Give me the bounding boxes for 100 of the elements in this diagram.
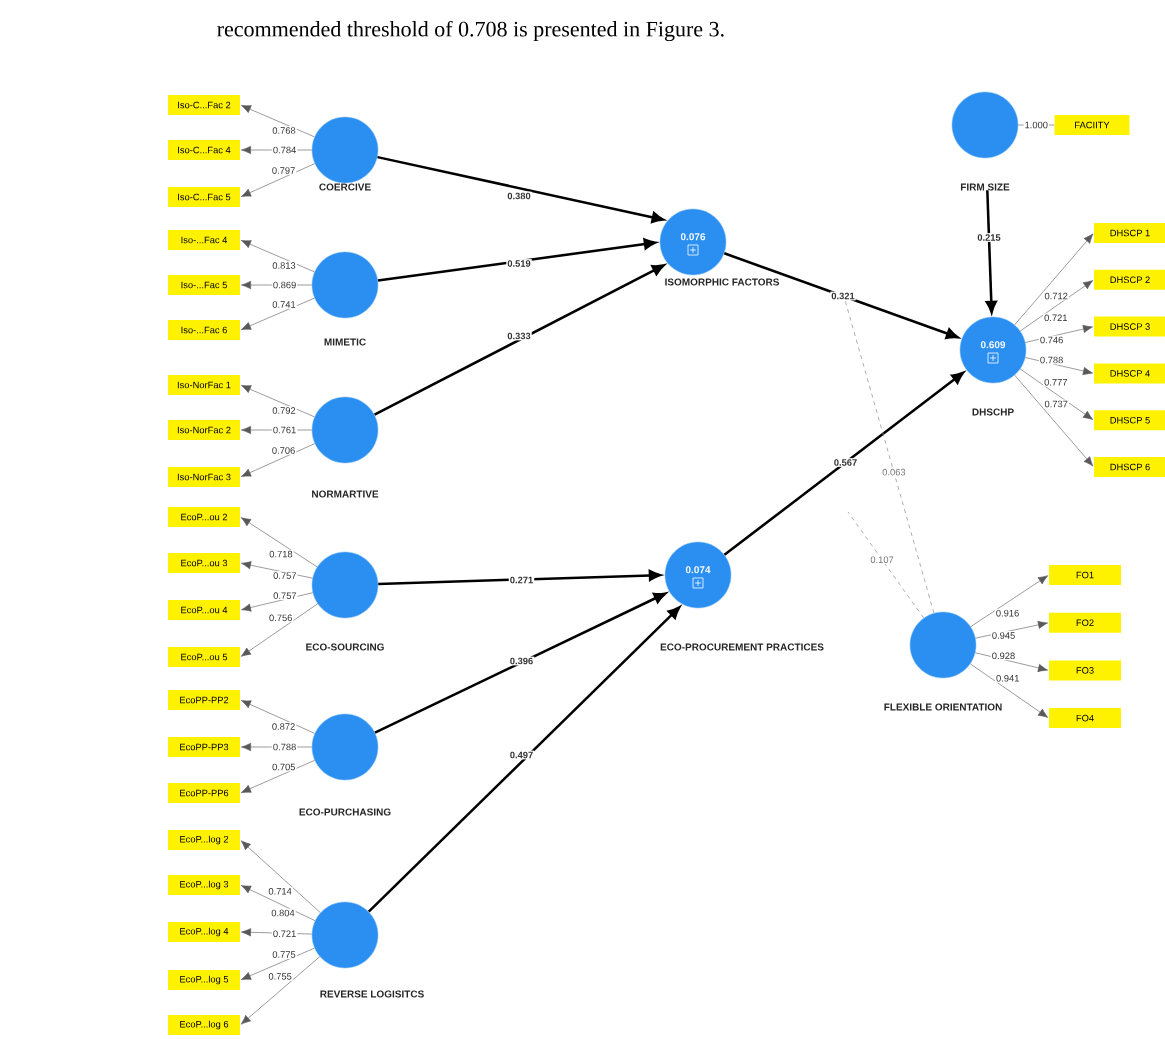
indicator-box: FO4 <box>1049 708 1121 729</box>
edge-label: 0.396 <box>508 656 535 666</box>
edge-label: 0.768 <box>271 126 297 135</box>
edge-label: 0.916 <box>994 608 1021 618</box>
edge-label: 0.804 <box>270 908 296 918</box>
construct-label: COERCIVE <box>319 183 371 191</box>
indicator-box: FO1 <box>1049 565 1121 585</box>
edge-label: 0.271 <box>508 575 535 585</box>
edge-label: 0.519 <box>506 259 532 268</box>
indicator-box: Iso-NorFac 1 <box>168 375 240 395</box>
arrow <box>985 190 997 314</box>
edge-label: 0.757 <box>272 591 298 601</box>
construct-label: DHSCHP <box>972 408 1014 416</box>
indicator-box: EcoP...log 5 <box>168 970 240 990</box>
edge-label: 0.941 <box>995 673 1021 683</box>
dashed-line <box>847 511 925 619</box>
arrow <box>241 297 315 330</box>
arrow <box>367 606 681 913</box>
edge-label: 0.784 <box>271 145 298 155</box>
arrow <box>970 575 1049 627</box>
edge-label: 0.869 <box>271 280 298 290</box>
edge-label: 0.928 <box>990 651 1017 661</box>
arrow <box>241 105 315 138</box>
body-text: recommended threshold of 0.708 is presented in Figure 3. <box>217 20 724 42</box>
edge-label: 0.321 <box>830 291 856 301</box>
edge-label: 0.775 <box>271 950 297 959</box>
arrow <box>1014 374 1094 467</box>
arrow <box>241 561 313 579</box>
edge-label: 0.737 <box>1043 399 1069 409</box>
indicator-box: Iso-...Fac 4 <box>168 230 240 250</box>
edge-label: 0.761 <box>271 425 298 435</box>
construct-label: ECO-PURCHASING <box>299 808 391 816</box>
edge-label: 1.000 <box>1023 120 1049 130</box>
edge-label: 0.721 <box>1043 313 1069 323</box>
indicator-box: Iso-NorFac 2 <box>168 420 240 440</box>
construct-label: FIRM SIZE <box>960 183 1010 191</box>
indicator-box: EcoP...ou 2 <box>168 507 240 527</box>
indicator-box: DHSCP 4 <box>1094 363 1165 384</box>
arrow <box>241 163 315 197</box>
edge-label: 0.063 <box>881 467 907 477</box>
arrow <box>241 885 316 921</box>
edge-label: 0.755 <box>267 972 293 981</box>
arrow <box>1020 280 1094 332</box>
arrow <box>240 517 318 568</box>
edge-label: 0.792 <box>271 406 297 415</box>
indicator-box: DHSCP 2 <box>1094 269 1165 290</box>
indicator-box: EcoP...ou 4 <box>168 600 240 620</box>
arrow <box>1020 368 1094 420</box>
edge-label: 0.333 <box>506 331 532 341</box>
indicator-box: EcoPP-PP2 <box>168 690 240 710</box>
arrow <box>241 700 315 734</box>
indicator-box: EcoP...ou 3 <box>168 553 240 573</box>
indicator-box: Iso-C...Fac 5 <box>168 187 240 207</box>
edge-label: 0.215 <box>976 233 1002 242</box>
edge-label: 0.497 <box>508 750 535 760</box>
arrow <box>1025 324 1093 343</box>
arrow <box>1025 357 1093 376</box>
edge-label: 0.718 <box>268 549 294 559</box>
indicator-box: Iso-NorFac 3 <box>168 467 240 487</box>
indicator-box: Iso-C...Fac 4 <box>168 140 240 160</box>
edge-label: 0.788 <box>271 742 298 752</box>
edge-label: 0.714 <box>267 886 293 896</box>
edge-label: 0.797 <box>270 166 297 175</box>
indicator-box: EcoPP-PP6 <box>168 783 240 803</box>
construct-label: NORMARTIVE <box>312 490 379 498</box>
indicator-box: Iso-...Fac 6 <box>168 320 240 340</box>
indicator-box: EcoP...log 2 <box>168 830 240 850</box>
edge-label: 0.756 <box>267 613 294 623</box>
edge-label: 0.813 <box>271 261 297 270</box>
edge-label: 0.705 <box>271 762 297 772</box>
indicator-box: EcoP...log 6 <box>168 1015 240 1035</box>
arrow <box>374 264 665 416</box>
indicator-box: EcoP...ou 5 <box>168 647 240 667</box>
indicator-box: Iso-...Fac 5 <box>168 275 240 295</box>
arrow <box>970 663 1049 718</box>
edge-label: 0.107 <box>869 555 895 565</box>
indicator-box: EcoP...log 3 <box>168 875 240 895</box>
indicator-box: EcoPP-PP3 <box>168 737 240 757</box>
arrow <box>241 240 315 273</box>
construct-label: FLEXIBLE ORIENTATION <box>884 703 1002 711</box>
indicator-box: DHSCP 3 <box>1094 316 1165 337</box>
indicator-box: FO3 <box>1049 660 1121 681</box>
edge-label: 0.721 <box>271 929 298 939</box>
arrow <box>240 840 321 913</box>
arrow <box>975 652 1048 672</box>
construct-label: MIMETIC <box>324 338 366 346</box>
dashed-line <box>844 299 935 614</box>
indicator-box: FACIITY <box>1054 115 1130 135</box>
arrow <box>378 569 662 586</box>
arrow <box>377 155 665 223</box>
arrow <box>241 592 313 612</box>
construct-label: ECO-PROCUREMENT PRACTICES <box>660 643 824 651</box>
edge-label: 0.380 <box>506 191 532 201</box>
arrow <box>241 760 315 793</box>
construct-label: ECO-SOURCING <box>306 643 384 651</box>
edge-label: 0.872 <box>270 722 297 731</box>
edge-label: 0.757 <box>272 571 298 580</box>
construct-label: ISOMORPHIC FACTORS <box>665 278 779 286</box>
arrow <box>241 947 315 980</box>
arrow <box>240 603 318 657</box>
